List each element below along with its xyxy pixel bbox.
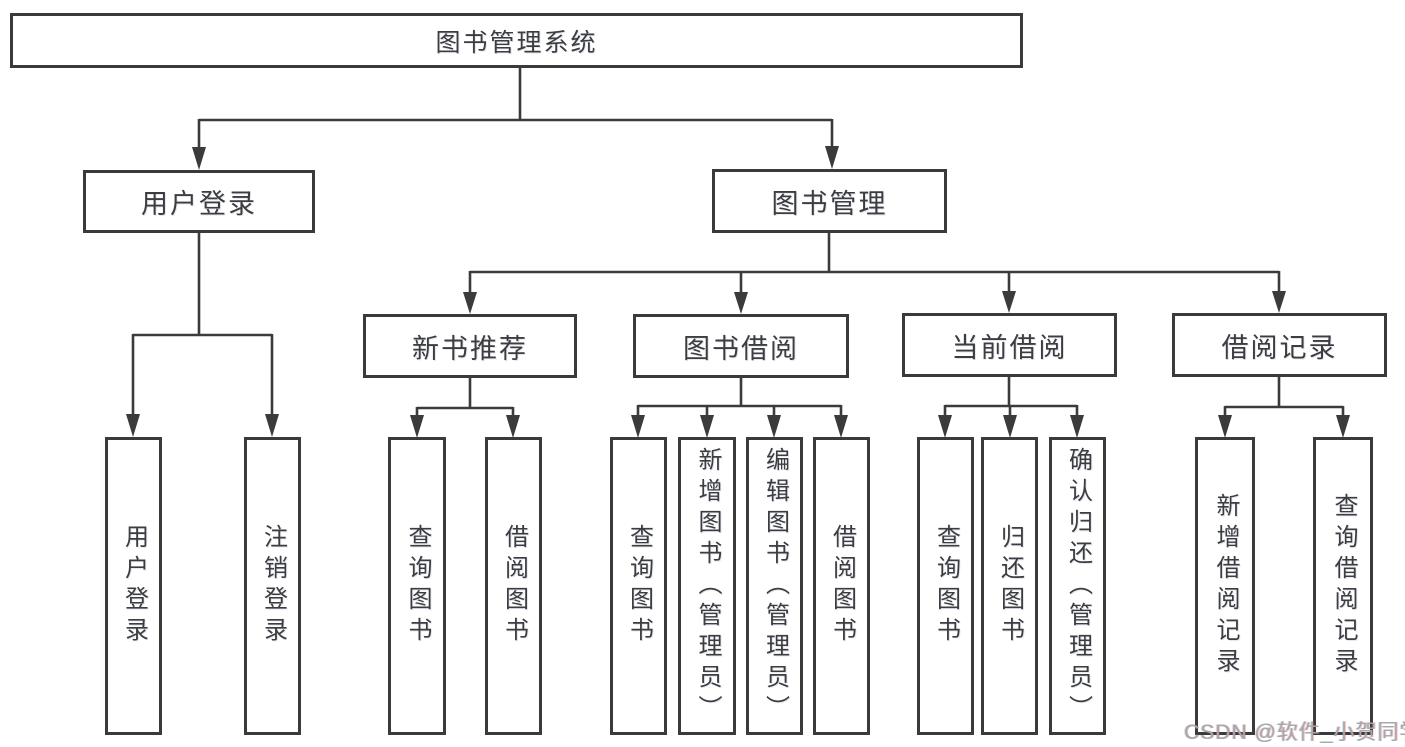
leaf-logout-login-label: 注销登录 — [259, 524, 287, 648]
leaf-logout-login: 注销登录 — [244, 437, 301, 735]
leaf-user-login-label: 用户登录 — [120, 524, 148, 648]
leaf-query-books-current: 查询图书 — [917, 437, 974, 735]
leaf-query-books-borrowing-label: 查询图书 — [625, 524, 653, 648]
leaf-borrow-books-recommend-label: 借阅图书 — [500, 524, 528, 648]
node-book-borrowing: 图书借阅 — [633, 314, 849, 378]
node-borrowing-records: 借阅记录 — [1172, 313, 1387, 377]
leaf-borrow-books-borrowing-label: 借阅图书 — [828, 524, 856, 648]
leaf-add-borrowing-record: 新增借阅记录 — [1195, 437, 1255, 735]
leaf-query-books-borrowing: 查询图书 — [610, 437, 667, 735]
node-library-management-system: 图书管理系统 — [10, 13, 1023, 68]
node-borrowing-records-label: 借阅记录 — [1221, 332, 1338, 363]
node-book-management-label: 图书管理 — [771, 188, 888, 219]
leaf-return-books: 归还图书 — [981, 437, 1038, 735]
leaf-user-login: 用户登录 — [105, 437, 162, 735]
node-book-management: 图书管理 — [712, 169, 947, 233]
leaf-confirm-return-admin-label: 确认归还（管理员） — [1064, 446, 1092, 726]
leaf-query-books-current-label: 查询图书 — [932, 524, 960, 648]
node-user-login-label: 用户登录 — [141, 189, 257, 219]
node-user-login: 用户登录 — [83, 170, 315, 233]
leaf-edit-books-admin-label: 编辑图书（管理员） — [761, 446, 789, 726]
leaf-return-books-label: 归还图书 — [996, 524, 1024, 648]
leaf-add-books-admin: 新增图书（管理员） — [678, 437, 736, 735]
leaf-add-borrowing-record-label: 新增借阅记录 — [1212, 493, 1239, 679]
leaf-confirm-return-admin: 确认归还（管理员） — [1049, 437, 1106, 735]
csdn-watermark: CSDN @软件_小贺同学 — [1184, 721, 1405, 744]
leaf-query-books-recommend: 查询图书 — [388, 437, 446, 735]
leaf-edit-books-admin: 编辑图书（管理员） — [746, 437, 803, 735]
leaf-query-borrowing-record-label: 查询借阅记录 — [1330, 493, 1357, 679]
node-new-book-recommend-label: 新书推荐 — [412, 333, 528, 364]
leaf-add-books-admin-label: 新增图书（管理员） — [694, 446, 721, 726]
node-new-book-recommend: 新书推荐 — [363, 314, 577, 378]
node-current-borrowing: 当前借阅 — [902, 313, 1117, 377]
leaf-query-borrowing-record: 查询借阅记录 — [1313, 437, 1373, 735]
node-current-borrowing-label: 当前借阅 — [951, 332, 1068, 363]
node-library-management-system-label: 图书管理系统 — [435, 28, 598, 57]
node-book-borrowing-label: 图书借阅 — [683, 333, 799, 364]
leaf-borrow-books-recommend: 借阅图书 — [485, 437, 542, 735]
leaf-query-books-recommend-label: 查询图书 — [404, 524, 431, 648]
leaf-borrow-books-borrowing: 借阅图书 — [813, 437, 870, 735]
